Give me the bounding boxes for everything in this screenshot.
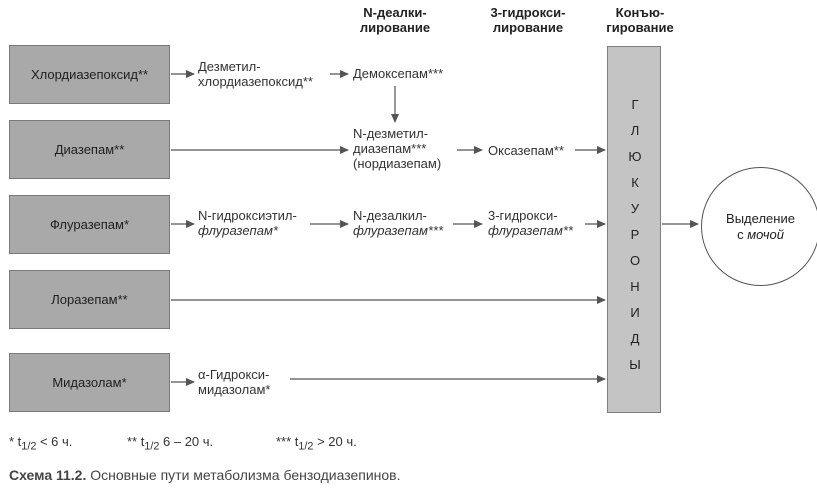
footnote-sub: 1/2 [21, 440, 37, 453]
metabolite-n-desalkylflurazepam: N-дезалкил- флуразепам*** [353, 208, 443, 238]
header-conjugation-line1: Конъю- [615, 5, 665, 20]
metabolite-line: N-дезметил- [353, 126, 429, 141]
glucuronides-letter: Ы [629, 357, 641, 372]
drug-label: Хлордиазепоксид** [30, 67, 149, 82]
metabolite-alpha-hydroxymidazolam: α-Гидрокси- мидазолам* [198, 367, 270, 397]
glucuronides-bar: Г Л Ю К У Р О Н И Д Ы [607, 46, 661, 413]
metabolite-line: флуразепам* [198, 223, 278, 238]
metabolite-nordiazepam: N-дезметил- диазепам*** (нордиазепам) [353, 126, 441, 171]
metabolite-line: α-Гидрокси- [198, 367, 270, 382]
metabolite-desmethylchlordiazepoxide: Дезметил- хлордиазепоксид** [198, 59, 313, 89]
footnote-stars: ** t [127, 434, 145, 449]
header-n-dealkylation: N-деалки- лирование [340, 5, 450, 35]
glucuronides-letter: О [629, 253, 641, 268]
header-3-hydroxylation-line2: лирование [492, 20, 564, 35]
drug-box-midazolam: Мидазолам* [9, 353, 170, 412]
header-3-hydroxylation: 3-гидрокси- лирование [478, 5, 578, 35]
drug-label: Мидазолам* [52, 375, 127, 390]
metabolite-line: (нордиазепам) [353, 156, 442, 171]
footnote-stars: * t [9, 434, 22, 449]
caption-text: Основные пути метаболизма бензодиазепино… [86, 467, 401, 483]
metabolite-n-hydroxyethylflurazepam: N-гидроксиэтил- флуразепам* [198, 208, 297, 238]
excretion-prefix: с [737, 226, 748, 242]
metabolite-line: флуразепам** [488, 223, 573, 238]
drug-label: Флуразепам* [49, 217, 129, 232]
header-n-dealkylation-line1: N-деалки- [363, 5, 427, 20]
footnote-rest: > 20 ч. [313, 434, 357, 449]
metabolite-line: мидазолам* [198, 382, 271, 397]
excretion-line1: Выделение [726, 210, 795, 226]
drug-box-chlordiazepoxide: Хлордиазепоксид** [9, 45, 170, 104]
metabolite-oxazepam: Оксазепам** [488, 143, 564, 158]
footnote-1: * t1/2 < 6 ч. [9, 434, 72, 453]
drug-label: Диазепам** [54, 142, 125, 157]
excretion-line2: с мочой [737, 227, 784, 243]
caption-label: Схема 11.2. [9, 467, 87, 483]
footnote-stars: *** t [276, 434, 299, 449]
glucuronides-letter: Р [630, 227, 640, 242]
header-conjugation: Конъю- гирование [592, 5, 688, 35]
metabolite-line: N-дезалкил- [353, 208, 427, 223]
header-3-hydroxylation-line1: 3-гидрокси- [490, 5, 566, 20]
footnote-rest: < 6 ч. [36, 434, 73, 449]
header-conjugation-line2: гирование [606, 20, 674, 35]
metabolite-line: диазепам*** [353, 141, 427, 156]
metabolite-line: Дезметил- [198, 59, 261, 74]
glucuronides-letter: Н [630, 279, 640, 294]
drug-box-flurazepam: Флуразепам* [9, 195, 170, 254]
metabolite-line: N-гидроксиэтил- [198, 208, 297, 223]
glucuronides-letter: Г [631, 97, 639, 112]
excretion-urine: мочой [747, 226, 784, 242]
glucuronides-letter: Л [630, 123, 640, 138]
metabolite-3-hydroxyflurazepam: 3-гидрокси- флуразепам** [488, 208, 573, 238]
glucuronides-letter: У [630, 201, 640, 216]
drug-box-diazepam: Диазепам** [9, 120, 170, 179]
glucuronides-letter: Ю [628, 149, 642, 164]
figure-caption: Схема 11.2. Основные пути метаболизма бе… [9, 467, 401, 483]
header-n-dealkylation-line2: лирование [359, 20, 431, 35]
excretion-circle: Выделение с мочой [701, 167, 817, 286]
metabolite-line: флуразепам*** [353, 223, 444, 238]
footnote-sub: 1/2 [298, 440, 314, 453]
footnote-2: ** t1/2 6 – 20 ч. [127, 434, 213, 453]
drug-box-lorazepam: Лоразепам** [9, 270, 170, 329]
metabolite-line: хлордиазепоксид** [198, 74, 313, 89]
glucuronides-letter: К [631, 175, 639, 190]
drug-label: Лоразепам** [51, 292, 128, 307]
metabolite-line: 3-гидрокси- [488, 208, 558, 223]
glucuronides-letter: И [630, 305, 640, 320]
footnote-3: *** t1/2 > 20 ч. [276, 434, 357, 453]
glucuronides-letter: Д [630, 331, 640, 346]
footnote-rest: 6 – 20 ч. [159, 434, 214, 449]
footnote-sub: 1/2 [144, 440, 160, 453]
metabolite-demoxepam: Демоксепам*** [353, 66, 444, 81]
